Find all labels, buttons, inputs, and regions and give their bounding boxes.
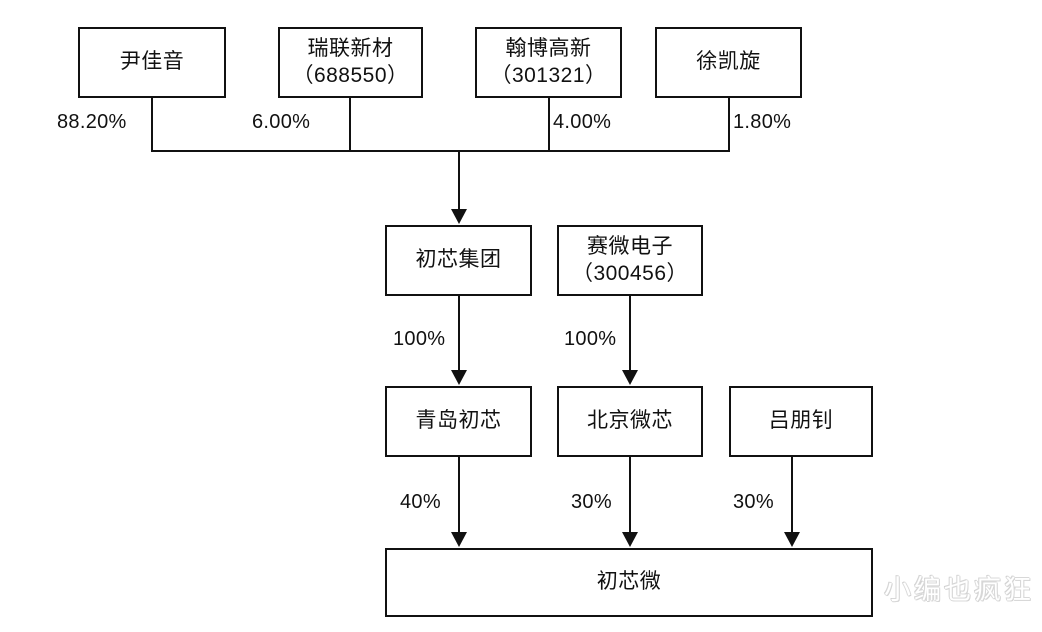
node-yin-jiayin[interactable]: 尹佳音 <box>78 27 226 98</box>
edge-ruilian-to-bus <box>349 98 351 151</box>
node-chuxin-group[interactable]: 初芯集团 <box>385 225 532 296</box>
node-saiwei-dianzi-label: 赛微电子 （300456） <box>571 234 689 285</box>
node-lv-pengzhao[interactable]: 吕朋钊 <box>729 386 873 457</box>
node-xu-kaixuan[interactable]: 徐凯旋 <box>655 27 802 98</box>
node-beijing-weixin-label: 北京微芯 <box>587 409 673 433</box>
node-lv-pengzhao-label: 吕朋钊 <box>768 409 834 433</box>
edge-label-qingdao-to-chuxinwei: 40% <box>400 491 441 513</box>
edge-label-saiwei-to-beijing: 100% <box>564 328 617 350</box>
arrowhead-chuxin-group-to-qingdao <box>451 370 467 385</box>
node-hanbo-gaoxin-label: 翰博高新 （301321） <box>490 36 607 87</box>
node-chuxin-group-label: 初芯集团 <box>415 248 502 272</box>
node-chuxinwei[interactable]: 初芯微 <box>385 548 873 617</box>
node-chuxinwei-label: 初芯微 <box>596 570 662 594</box>
edge-label-hanbo-to-group: 4.00% <box>553 111 612 133</box>
edge-beijing-to-chuxinwei <box>629 457 631 534</box>
edge-chuxin-group-to-qingdao <box>458 296 460 371</box>
node-saiwei-dianzi[interactable]: 赛微电子 （300456） <box>557 225 703 296</box>
node-qingdao-chuxin-label: 青岛初芯 <box>415 409 502 433</box>
edge-label-yin-to-group: 88.20% <box>57 111 127 133</box>
node-yin-jiayin-label: 尹佳音 <box>119 50 185 74</box>
edge-yin-to-bus <box>151 98 153 151</box>
watermark-text: 小编也疯狂 <box>884 575 1034 605</box>
arrowhead-beijing-to-chuxinwei <box>622 532 638 547</box>
node-beijing-weixin[interactable]: 北京微芯 <box>557 386 703 457</box>
edge-lv-to-chuxinwei <box>791 457 793 534</box>
arrowhead-bus-to-chuxin-group <box>451 209 467 224</box>
node-ruilian-xincai-label: 瑞联新材 （688550） <box>292 36 409 87</box>
edge-xu-to-bus <box>728 98 730 151</box>
node-xu-kaixuan-label: 徐凯旋 <box>696 50 761 74</box>
node-hanbo-gaoxin[interactable]: 翰博高新 （301321） <box>475 27 622 98</box>
arrowhead-saiwei-to-beijing <box>622 370 638 385</box>
edge-label-beijing-to-chuxinwei: 30% <box>571 491 612 513</box>
edge-shareholder-bus <box>151 150 730 152</box>
arrowhead-qingdao-to-chuxinwei <box>451 532 467 547</box>
edge-bus-to-chuxin-group <box>458 150 460 212</box>
edge-label-xu-to-group: 1.80% <box>733 111 792 133</box>
edge-hanbo-to-bus <box>548 98 550 151</box>
edge-qingdao-to-chuxinwei <box>458 457 460 534</box>
node-qingdao-chuxin[interactable]: 青岛初芯 <box>385 386 532 457</box>
edge-label-lv-to-chuxinwei: 30% <box>733 491 774 513</box>
arrowhead-lv-to-chuxinwei <box>784 532 800 547</box>
edge-label-group-to-qingdao: 100% <box>393 328 446 350</box>
edge-saiwei-to-beijing <box>629 296 631 371</box>
edge-label-ruilian-to-group: 6.00% <box>252 111 311 133</box>
node-ruilian-xincai[interactable]: 瑞联新材 （688550） <box>278 27 423 98</box>
